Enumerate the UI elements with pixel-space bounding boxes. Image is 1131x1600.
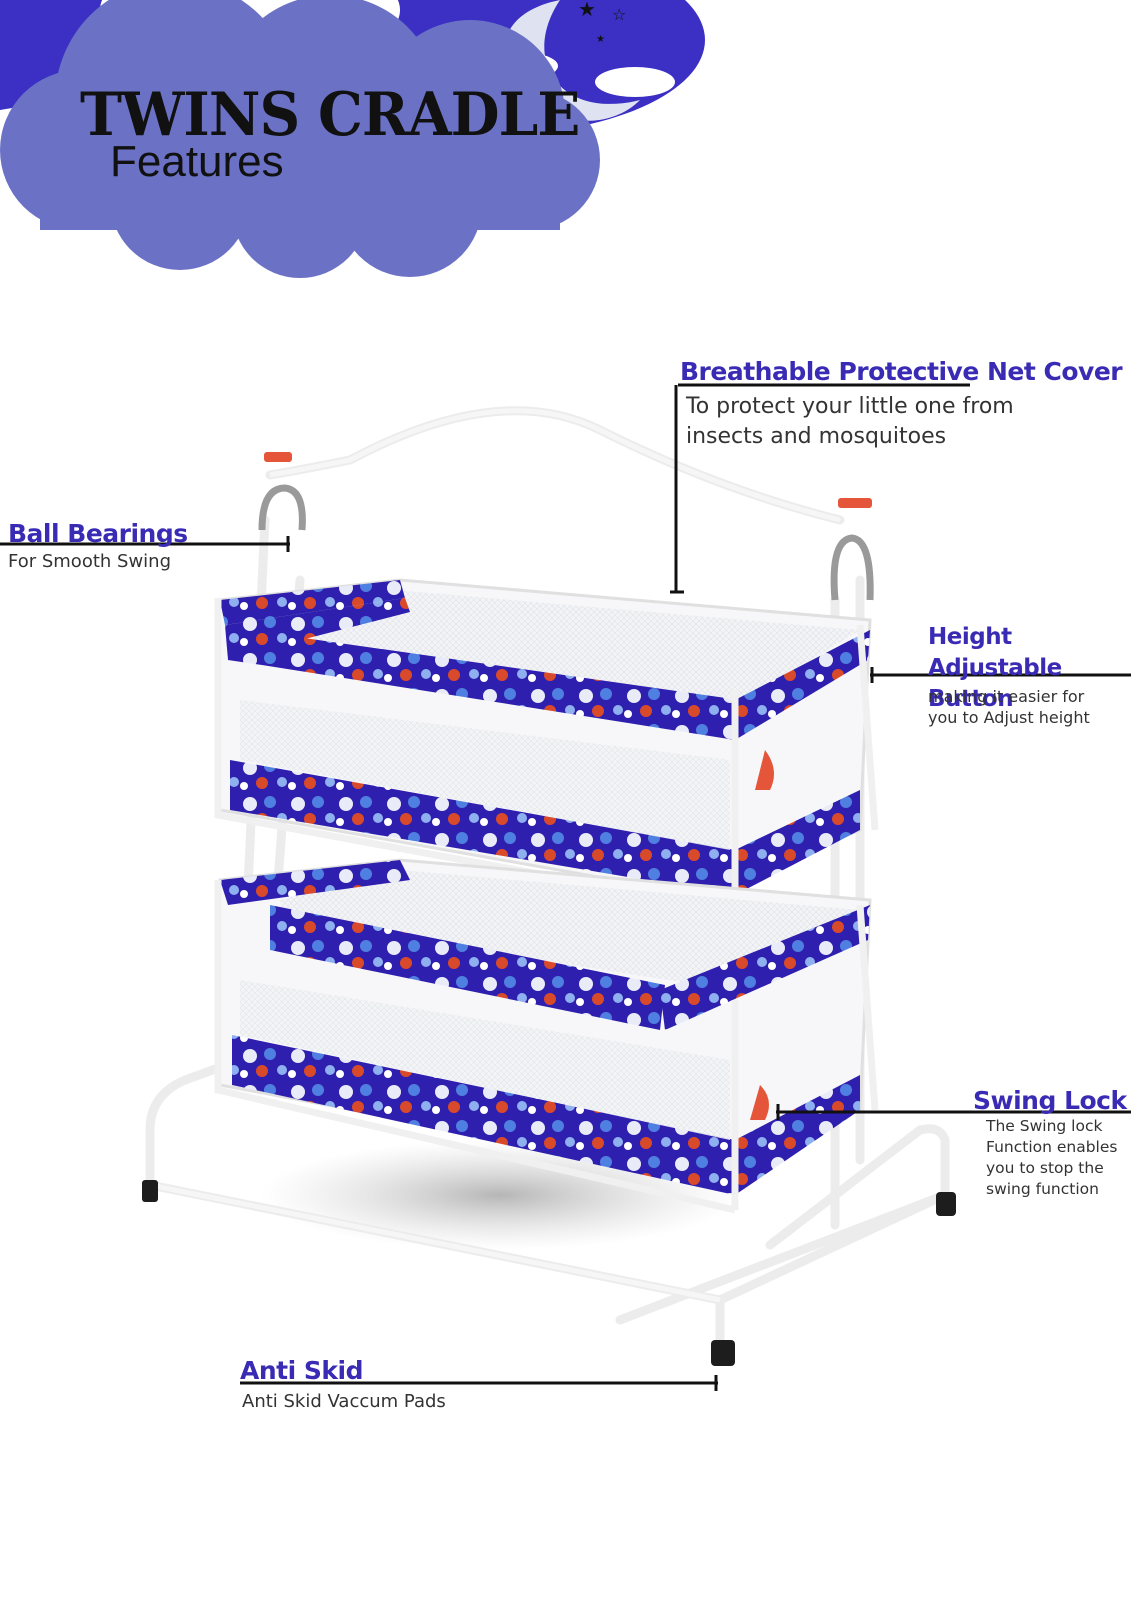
anti-skid-description: Anti Skid Vaccum Pads (242, 1391, 446, 1412)
page-subtitle: Features (110, 137, 284, 186)
page-title: TWINS CRADLE (80, 80, 580, 150)
net-cover-description: To protect your little one from insects … (686, 394, 1014, 449)
anti-skid-foot (142, 1180, 158, 1202)
swing-lock-callout-line (776, 1104, 1131, 1120)
swing-lock-heading: Swing Lock (973, 1086, 1127, 1115)
anti-skid-heading: Anti Skid (240, 1356, 363, 1385)
title-cloud (0, 0, 600, 278)
anti-skid-foot (936, 1192, 956, 1216)
upper-basket (214, 578, 879, 914)
bearing-hook-icon (258, 484, 306, 531)
lower-basket (214, 858, 879, 1214)
ball-bearings-heading: Ball Bearings (8, 519, 188, 548)
net-cover-heading: Breathable Protective Net Cover (680, 357, 1123, 386)
twin-cradle-illustration (142, 406, 956, 1366)
swing-lock-description: The Swing lock Function enables you to s… (986, 1117, 1118, 1198)
ball-bearings-description: For Smooth Swing (8, 551, 172, 572)
height-button-heading: Height Adjustable Button (928, 624, 1062, 712)
star-icon: ☆ (612, 7, 626, 24)
height-button-description: making it easier for you to Adjust heigh… (928, 687, 1090, 727)
bearing-hook-icon (830, 534, 874, 601)
star-icon: ★ (596, 34, 605, 45)
anti-skid-foot (711, 1340, 735, 1366)
height-button-callout-line (870, 667, 1131, 683)
callout-lines (0, 383, 1131, 1391)
star-icon: ★ (578, 0, 596, 21)
ball-bearings-callout-line (0, 536, 290, 552)
anti-skid-callout-line (240, 1375, 718, 1391)
net-cover-callout-line (670, 383, 970, 594)
